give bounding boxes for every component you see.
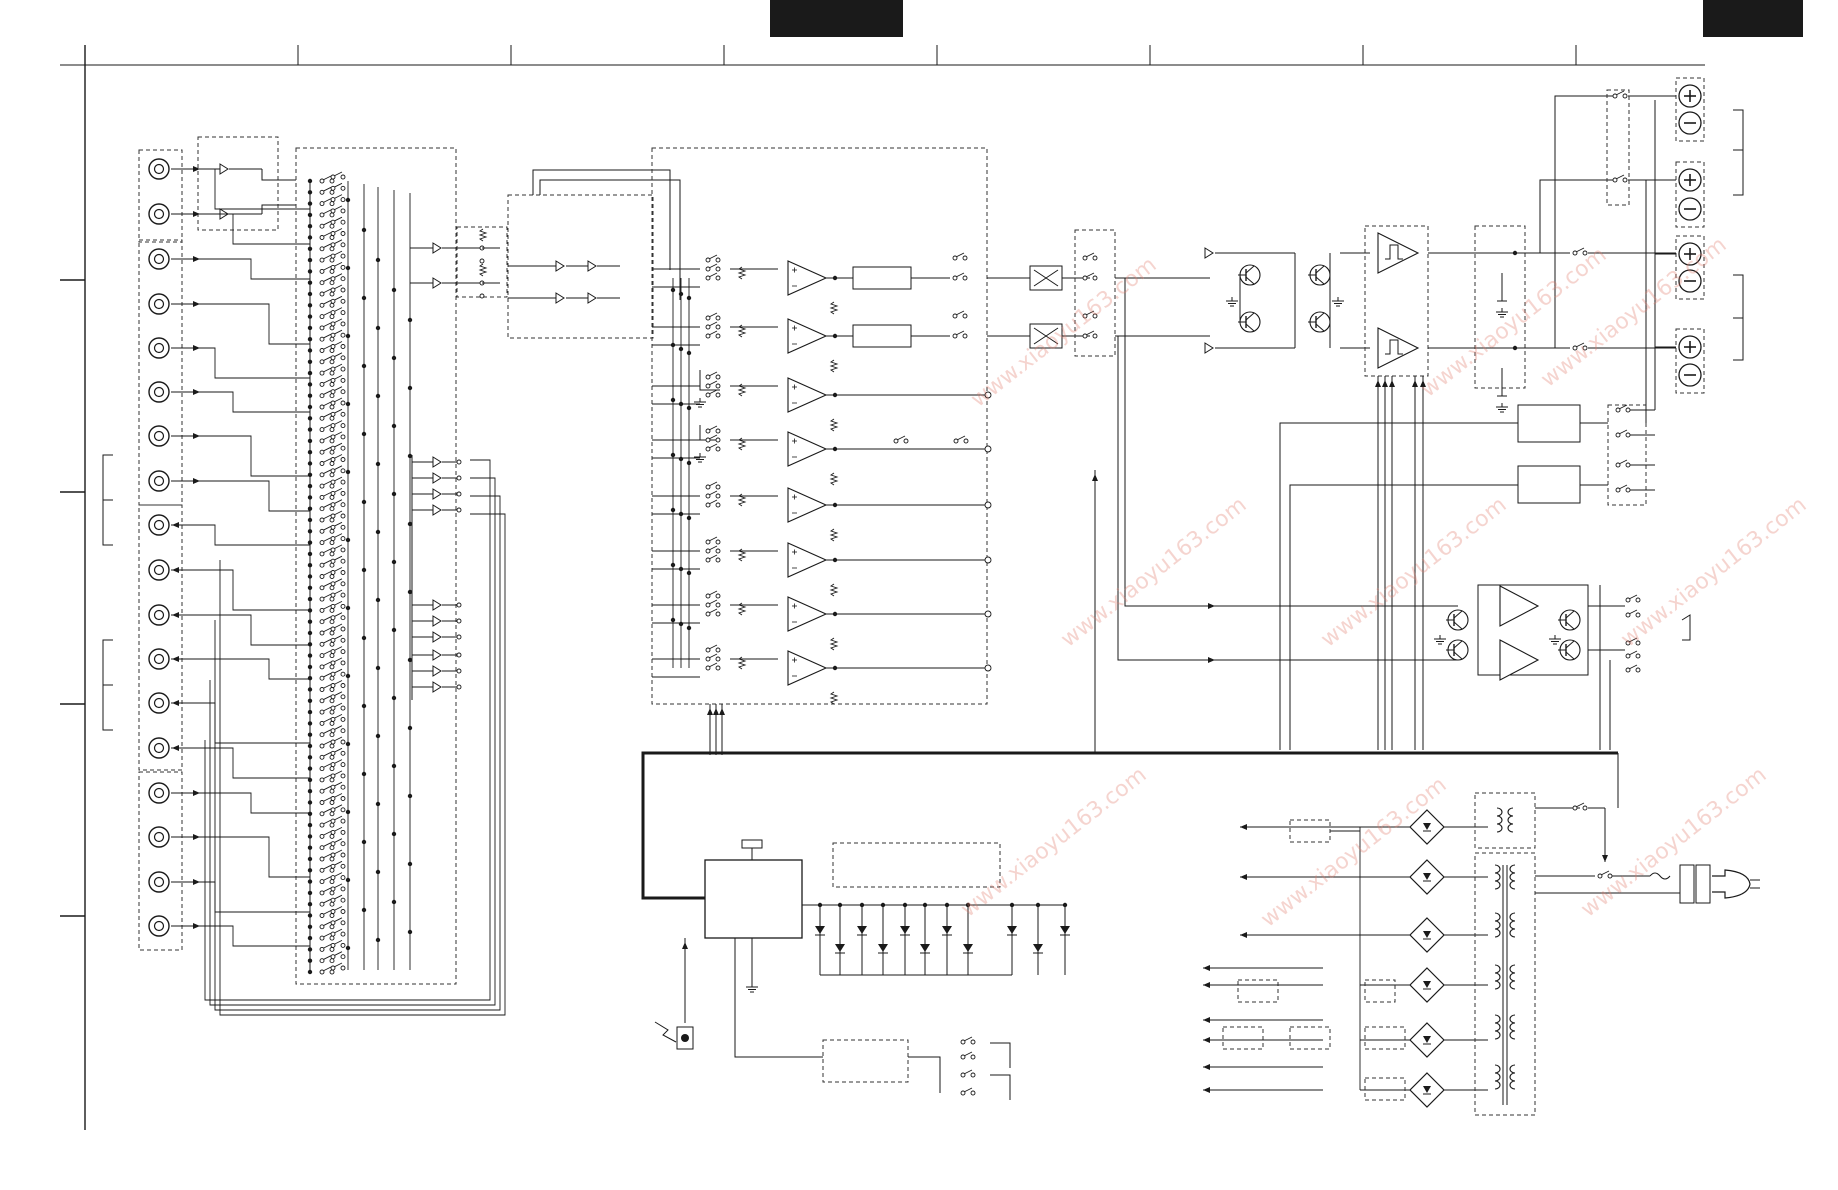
power-transformer (1474, 792, 1536, 1116)
hp-amp-box (1477, 584, 1589, 676)
regulator-2 (1237, 979, 1279, 1003)
regulator-7 (1364, 1077, 1406, 1101)
header-block-right (1703, 0, 1803, 37)
ac-inlet (1535, 753, 1760, 904)
buffer-box (197, 136, 279, 231)
frame-header (60, 0, 1803, 1130)
control-bus (641, 470, 1618, 900)
protection-block (1364, 225, 1540, 750)
standby-transformer (1474, 792, 1536, 849)
fuse-box (1474, 225, 1526, 389)
relay-switches (1607, 404, 1647, 506)
remote-sensor (654, 938, 694, 1050)
volume-ic-1 (852, 266, 912, 290)
cpu-chip (704, 859, 803, 939)
tone-volume-opamps (651, 147, 992, 755)
ac-fuse-holder-2 (1695, 864, 1711, 904)
microcontroller (704, 839, 1011, 1100)
headphone-amplifier (1215, 584, 1691, 750)
speaker-relay-block (987, 229, 1215, 663)
volume-ic-2 (852, 324, 912, 348)
relay-driver-b (1517, 465, 1581, 504)
speaker-relay-a (1606, 89, 1630, 206)
main-transformer (1474, 852, 1536, 1116)
crystal (741, 839, 763, 849)
rec-out-buffers (411, 455, 462, 700)
relay-driver-a (1517, 404, 1581, 443)
led-indicators (802, 902, 1070, 976)
tone-input-stage (410, 169, 681, 339)
speaker-select (1279, 100, 1656, 750)
regulator-5 (1289, 1026, 1331, 1050)
attenuator-box (456, 226, 508, 298)
regulator-3 (1364, 979, 1396, 1003)
ac-plug-icon (1712, 869, 1751, 899)
speaker-terminal-4 (1675, 328, 1705, 394)
speaker-terminal-1 (1675, 77, 1705, 142)
display-box (832, 842, 1001, 888)
speaker-terminal-3 (1675, 235, 1705, 300)
power-supply-rectifiers (1203, 809, 1488, 1108)
ac-fuse-holder (1679, 864, 1695, 904)
selector-box (295, 147, 457, 985)
remote-receiver-icon (676, 1026, 694, 1050)
header-block-left (770, 0, 903, 37)
jack-group-4 (138, 771, 183, 951)
speaker-terminals (1539, 77, 1705, 394)
relay-box (1074, 229, 1116, 357)
regulator-4 (1222, 1026, 1264, 1050)
limiter-box (1364, 225, 1429, 377)
regulator-6 (1364, 1026, 1406, 1050)
regulator-1 (1289, 819, 1331, 843)
power-amplifier (1204, 247, 1370, 354)
speaker-terminal-2 (1675, 161, 1705, 228)
input-jacks (138, 149, 200, 951)
jack-group-2 (138, 239, 183, 506)
jack-group-1 (138, 149, 183, 243)
input-selector-switch-matrix (200, 147, 506, 1016)
input-buffers (182, 136, 296, 231)
jack-group-3 (138, 504, 183, 771)
opamp-block (651, 147, 988, 705)
eeprom-box (822, 1039, 909, 1083)
